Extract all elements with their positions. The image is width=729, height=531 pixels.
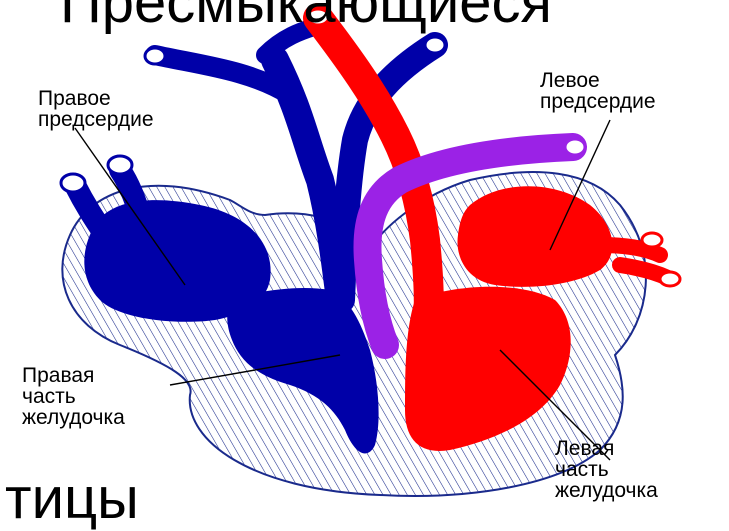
label-left-ventricle: Левая часть желудочка <box>555 438 658 501</box>
label-right-ventricle: Правая часть желудочка <box>22 365 125 428</box>
label-left-atrium: Левое предсердие <box>540 70 656 112</box>
header-fragment: Пресмыкающиеся <box>60 0 552 32</box>
footer-fragment: тицы <box>5 470 139 528</box>
label-right-atrium: Правое предсердие <box>38 88 154 130</box>
heart-diagram: Пресмыкающиеся тицы Правое предсердие Ле… <box>0 0 729 511</box>
